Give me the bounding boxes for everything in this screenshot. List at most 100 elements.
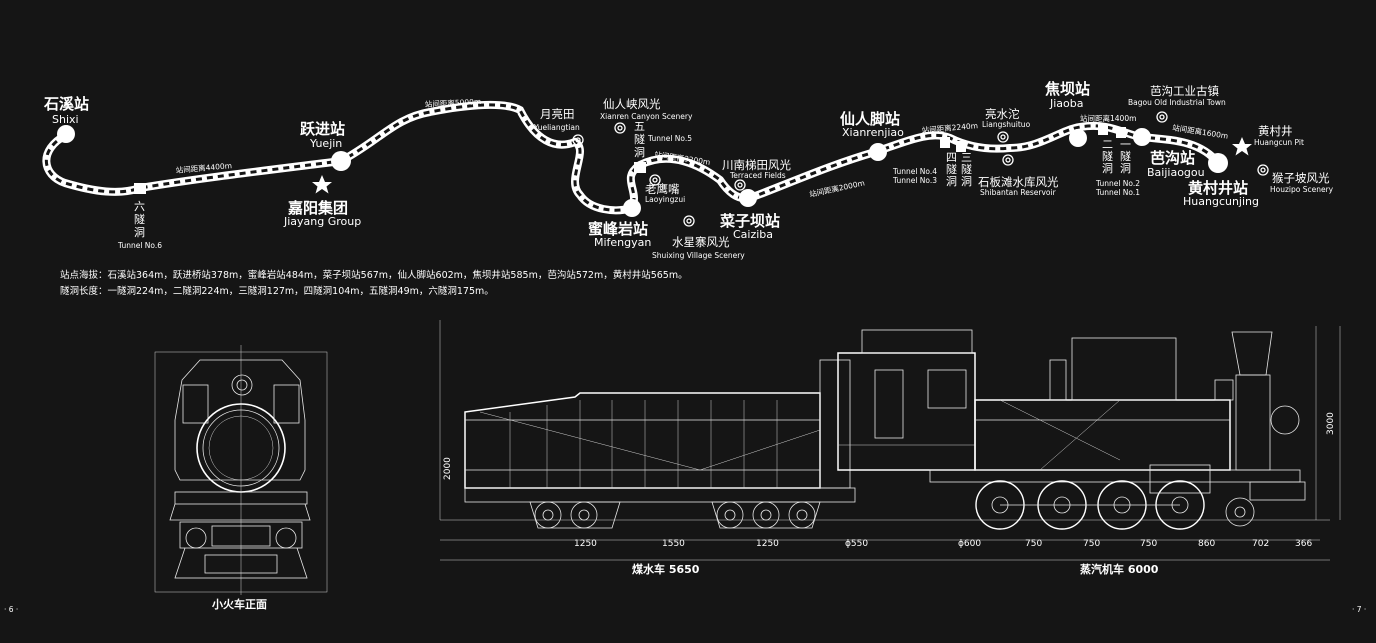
scenery-labels: 仙人峡风光 Xianren Canyon Scenery 川南梯田风光 Terr… — [600, 84, 1334, 260]
scenery-cn: 石板滩水库风光 — [978, 175, 1059, 189]
tunnel-marker-1 — [1116, 127, 1126, 138]
height-dim-left: 2000 — [443, 457, 453, 480]
svg-text:隧: 隧 — [1120, 149, 1131, 163]
tunnel-labels: 六隧洞 Tunnel No.6 五隧洞 Tunnel No.5 四隧洞 三隧洞 … — [117, 120, 1140, 250]
height-dim-right: 3000 — [1326, 412, 1336, 435]
dim-label: ϕ550 — [845, 539, 868, 549]
scenery-marker-8 — [1156, 111, 1168, 123]
distance-label: 站间距离5000m — [425, 96, 482, 109]
svg-text:三: 三 — [961, 151, 972, 164]
tender-caption: 煤水车 5650 — [632, 562, 700, 576]
station-cn: 黄村井站 — [1188, 179, 1248, 197]
scenery-marker-1 — [614, 122, 626, 134]
tunnel-4-3-label: 四隧洞 三隧洞 Tunnel No.4 Tunnel No.3 — [892, 151, 972, 188]
tunnel-6-label: 六隧洞 Tunnel No.6 — [117, 200, 162, 250]
svg-text:四: 四 — [946, 151, 957, 164]
stop-en: Laoyingzui — [645, 195, 685, 204]
scenery-cn: 芭沟工业古镇 — [1150, 84, 1219, 98]
tunnel-marker-5 — [634, 162, 646, 173]
scenery-en: Bagou Old Industrial Town — [1128, 98, 1226, 107]
tunnel-marker-4 — [940, 137, 950, 148]
station-dot-caiziba — [739, 189, 757, 207]
svg-text:Tunnel No.3: Tunnel No.3 — [892, 176, 937, 185]
svg-text:Tunnel No.6: Tunnel No.6 — [117, 241, 162, 250]
scenery-marker-3 — [649, 174, 661, 186]
station-cn: 仙人脚站 — [840, 110, 900, 128]
scenery-cn: 猴子坡风光 — [1272, 171, 1330, 185]
dim-label: 1250 — [574, 539, 597, 549]
dim-label: 1550 — [662, 539, 685, 549]
svg-text:隧: 隧 — [961, 162, 972, 176]
notes: 站点海拔：石溪站364m，跃进桥站378m，蜜峰岩站484m，菜子坝站567m，… — [60, 269, 688, 297]
svg-text:二: 二 — [1102, 138, 1113, 151]
scenery-en: Terraced Fields — [729, 171, 786, 180]
svg-text:洞: 洞 — [134, 226, 145, 239]
star-icon — [1232, 137, 1252, 156]
dim-label: 702 — [1252, 539, 1269, 549]
station-cn: 跃进站 — [300, 120, 345, 138]
svg-text:洞: 洞 — [634, 146, 645, 159]
stop-cn: 黄村井 — [1258, 124, 1293, 138]
station-dot-shixi — [57, 125, 75, 143]
svg-text:隧: 隧 — [1102, 149, 1113, 163]
scenery-marker-9 — [1257, 164, 1269, 176]
svg-text:隧: 隧 — [634, 132, 645, 146]
svg-text:隧: 隧 — [134, 212, 145, 226]
dim-label: ϕ600 — [958, 539, 981, 549]
tunnel-2-1-label: 二隧洞 一隧洞 Tunnel No.2 Tunnel No.1 — [1095, 138, 1140, 197]
tunnel-length-note: 隧洞长度：一隧洞224m，二隧洞224m，三隧洞127m，四隧洞104m，五隧洞… — [60, 285, 494, 297]
station-en: Yuejin — [309, 137, 342, 150]
stop-en: Liangshuituo — [982, 120, 1031, 129]
svg-text:五: 五 — [634, 120, 645, 133]
stop-cn: 月亮田 — [540, 107, 575, 121]
scenery-en: Houzipo Scenery — [1270, 185, 1334, 194]
station-dot-baijiaogou — [1133, 128, 1151, 146]
station-cn: 焦坝站 — [1044, 80, 1090, 98]
front-view-drawing: 小火车正面 — [154, 345, 328, 611]
station-markers — [57, 125, 1228, 217]
station-dot-yuejin — [331, 151, 351, 171]
station-labels: 石溪站 Shixi 跃进站 Yuejin 蜜峰岩站 Mifengyan 菜子坝站… — [43, 80, 1259, 249]
station-en: Mifengyan — [594, 236, 651, 249]
svg-text:Tunnel No.1: Tunnel No.1 — [1095, 188, 1140, 197]
scenery-markers — [572, 111, 1269, 227]
tunnel-marker-6 — [134, 183, 146, 194]
scenery-marker-4 — [734, 179, 746, 191]
svg-text:洞: 洞 — [1120, 162, 1131, 175]
side-view-drawing: 2000 3000 1250 1550 1250 ϕ550 ϕ600 750 7… — [439, 320, 1341, 576]
scenery-en: Shibantan Reservoir — [980, 188, 1057, 197]
scenery-marker-6 — [997, 131, 1009, 143]
station-cn: 石溪站 — [43, 95, 89, 113]
station-en: Xianrenjiao — [842, 126, 904, 139]
altitude-note: 站点海拔：石溪站364m，跃进桥站378m，蜜峰岩站484m，菜子坝站567m，… — [60, 269, 688, 281]
stop-labels: 月亮田 Yueliangtian 老鹰嘴 Laoyingzui 亮水沱 Lian… — [533, 107, 1304, 204]
station-en: Huangcunjing — [1183, 195, 1259, 208]
dim-label: 750 — [1025, 539, 1042, 549]
svg-text:Tunnel No.2: Tunnel No.2 — [1095, 179, 1140, 188]
landmark-en: Jiayang Group — [283, 215, 361, 228]
svg-text:Tunnel No.4: Tunnel No.4 — [892, 167, 937, 176]
station-en: Baijiaogou — [1147, 166, 1205, 179]
station-dot-huangcunjing — [1208, 153, 1228, 173]
svg-text:隧: 隧 — [946, 162, 957, 176]
tunnel-markers — [134, 124, 1126, 194]
landmark-cn: 嘉阳集团 — [287, 199, 348, 217]
star-markers — [312, 137, 1252, 194]
scenery-cn: 仙人峡风光 — [603, 97, 661, 111]
scenery-marker-7 — [1002, 154, 1014, 166]
station-dot-mifengyan — [623, 199, 641, 217]
tunnel-5-label: 五隧洞 Tunnel No.5 — [634, 120, 692, 159]
svg-text:一: 一 — [1120, 138, 1131, 151]
station-cn: 菜子坝站 — [719, 212, 780, 230]
station-en: Shixi — [52, 113, 79, 126]
station-dot-jiaoba — [1069, 129, 1087, 147]
svg-text:洞: 洞 — [946, 175, 957, 188]
distance-label: 站间距离4400m — [175, 160, 232, 175]
stop-cn: 亮水沱 — [985, 107, 1020, 121]
scenery-en: Shuixing Village Scenery — [652, 251, 745, 260]
station-en: Caiziba — [733, 228, 773, 241]
scenery-cn: 川南梯田风光 — [722, 158, 791, 172]
stop-en: Yueliangtian — [533, 123, 580, 132]
distance-label: 站间距离2000m — [808, 177, 865, 199]
